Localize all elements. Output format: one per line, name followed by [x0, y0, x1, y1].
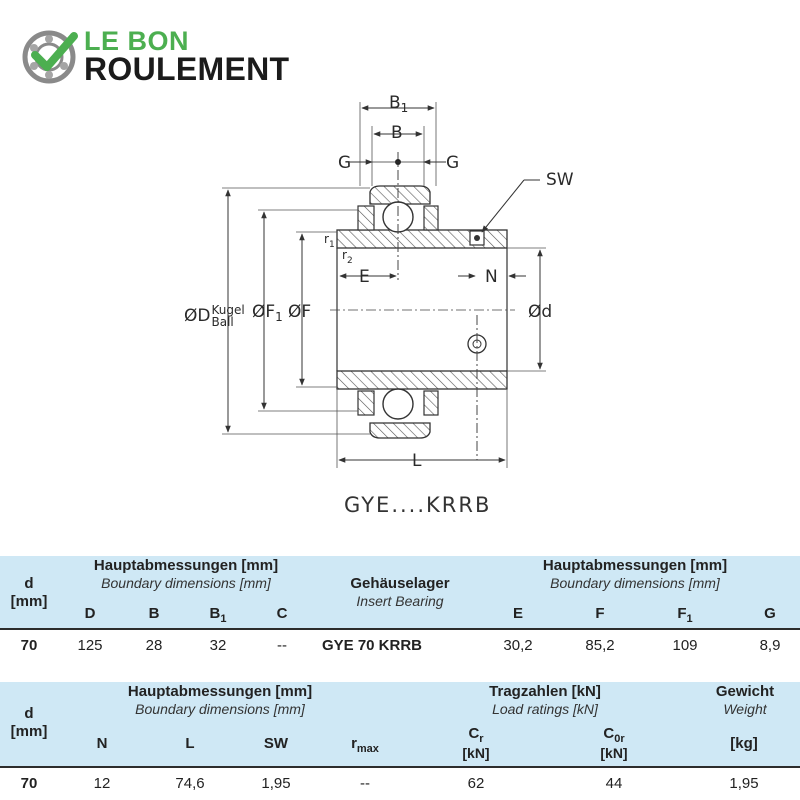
t2-val-weight: 1,95	[729, 775, 759, 792]
t2-col-kg: [kg]	[730, 735, 758, 752]
t1-center-subtitle: Insert Bearing	[356, 593, 444, 609]
t2-col-Cr: Cr	[468, 725, 484, 745]
t2-col-SW: SW	[263, 735, 289, 752]
t1-col-D: D	[84, 605, 96, 622]
table-row: 70 125 28 32 -- GYE 70 KRRB 30,2 85,2 10…	[0, 628, 800, 660]
t2-col-d-unit: [mm]	[10, 723, 48, 740]
label-d-bore: Ød	[528, 302, 553, 322]
t2-col-d: d	[24, 705, 34, 722]
t2-left-title: Hauptabmessungen [mm]	[127, 683, 313, 700]
label-r2: r2	[342, 248, 353, 266]
table-row: 70 12 74,6 1,95 -- 62 44 1,95	[0, 766, 800, 800]
dimensions-table-2: d [mm] Hauptabmessungen [mm] Boundary di…	[0, 682, 800, 800]
t1-val-F: 85,2	[585, 637, 615, 654]
inner-ring-top	[336, 229, 508, 249]
t1-col-d: d	[24, 575, 34, 592]
t1-right-subtitle: Boundary dimensions [mm]	[550, 575, 720, 591]
t2-left-subtitle: Boundary dimensions [mm]	[135, 701, 305, 717]
brand-logo[interactable]: LE BON ROULEMENT	[22, 26, 312, 87]
outer-ring-bottom	[369, 422, 431, 439]
drawing-caption: GYE....KRRB	[344, 493, 492, 517]
t2-val-SW: 1,95	[261, 775, 291, 792]
t2-right-title: Gewicht	[715, 683, 775, 700]
ball-bottom	[382, 388, 414, 420]
t1-col-B: B	[148, 605, 160, 622]
t1-val-E: 30,2	[503, 637, 533, 654]
t2-col-N: N	[96, 735, 108, 752]
t2-val-L: 74,6	[175, 775, 205, 792]
label-g-right: G	[446, 153, 460, 173]
t2-right-subtitle: Weight	[723, 701, 767, 717]
t1-col-E: E	[512, 605, 523, 622]
outer-ring-top	[369, 185, 431, 205]
label-l: L	[412, 451, 422, 471]
dimensions-table-1: d [mm] Hauptabmessungen [mm] Boundary di…	[0, 556, 800, 660]
label-f1: ØF1	[252, 302, 283, 324]
t1-col-F1: F1	[677, 605, 693, 625]
label-g-left: G	[338, 153, 352, 173]
t2-val-rmax: --	[360, 775, 370, 792]
t1-left-title: Hauptabmessungen [mm]	[93, 557, 279, 574]
t2-col-rmax: rmax	[351, 735, 379, 755]
label-e: E	[359, 267, 370, 287]
label-b: B	[391, 123, 403, 143]
label-sw: SW	[546, 170, 574, 190]
t1-col-B1: B1	[209, 605, 227, 625]
t2-mid-subtitle: Load ratings [kN]	[492, 701, 598, 717]
table1-header: d [mm] Hauptabmessungen [mm] Boundary di…	[0, 556, 800, 628]
t1-col-G: G	[764, 605, 776, 622]
t1-val-G: 8,9	[759, 637, 781, 654]
t2-col-L: L	[185, 735, 195, 752]
t1-col-F: F	[595, 605, 605, 622]
t1-val-C: --	[277, 637, 287, 654]
t2-col-C0r: C0r	[603, 725, 625, 745]
bearing-check-icon	[22, 30, 78, 84]
t2-val-Cr: 62	[467, 775, 485, 792]
t1-col-C: C	[276, 605, 288, 622]
label-r1: r1	[324, 232, 335, 250]
t1-center-title: Gehäuselager	[350, 575, 450, 592]
t1-val-d: 70	[20, 637, 38, 654]
t1-val-B: 28	[145, 637, 163, 654]
logo-line-2: ROULEMENT	[84, 51, 290, 87]
label-n: N	[485, 267, 498, 287]
t2-mid-title: Tragzahlen [kN]	[489, 683, 601, 700]
t1-left-subtitle: Boundary dimensions [mm]	[101, 575, 271, 591]
bearing-section-svg	[222, 102, 546, 468]
t1-val-name: GYE 70 KRRB	[321, 637, 423, 654]
table2-header: d [mm] Hauptabmessungen [mm] Boundary di…	[0, 682, 800, 766]
inner-ring-bottom	[336, 370, 508, 390]
t2-val-C0r: 44	[605, 775, 623, 792]
t1-val-B1: 32	[209, 637, 227, 654]
t1-val-D: 125	[77, 637, 103, 654]
t1-col-d-unit: [mm]	[10, 593, 48, 610]
t2-val-d: 70	[20, 775, 38, 792]
label-f: ØF	[288, 302, 312, 322]
t2-col-Cr-unit: [kN]	[462, 745, 490, 761]
logo-line-1: LE BON	[84, 26, 190, 56]
t2-col-C0r-unit: [kN]	[600, 745, 628, 761]
label-b1: B1	[389, 93, 409, 115]
t1-val-F1: 109	[672, 637, 698, 654]
t1-right-title: Hauptabmessungen [mm]	[542, 557, 728, 574]
t2-val-N: 12	[93, 775, 111, 792]
